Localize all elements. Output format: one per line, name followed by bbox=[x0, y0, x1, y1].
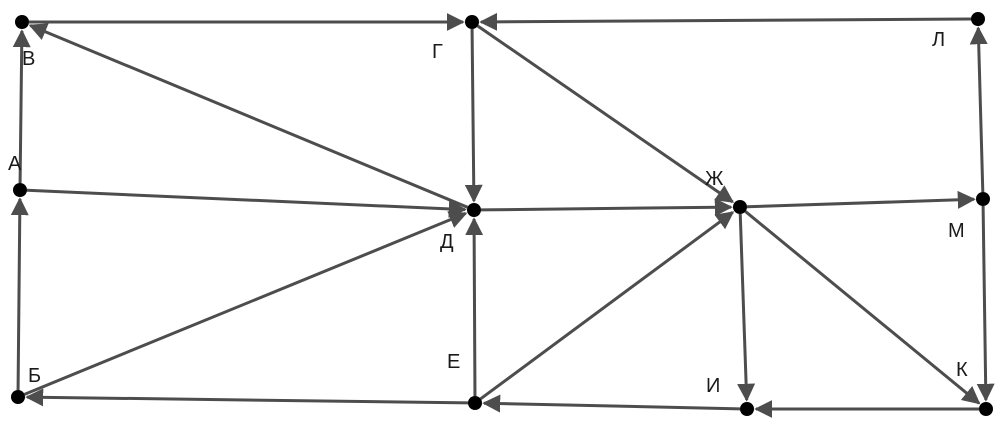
node-A bbox=[13, 183, 27, 197]
node-L bbox=[971, 12, 985, 26]
node-label-D: Д bbox=[440, 231, 454, 253]
edge-E-to-Zh bbox=[479, 211, 735, 401]
node-D bbox=[467, 203, 481, 217]
node-E bbox=[468, 396, 482, 410]
edge-G-to-D bbox=[464, 28, 483, 203]
edge-L-to-G bbox=[479, 12, 972, 31]
node-B bbox=[11, 390, 25, 404]
edge-M-to-L bbox=[969, 26, 988, 193]
node-label-E: Е bbox=[447, 351, 460, 373]
node-label-V: В bbox=[22, 48, 35, 70]
edge-M-to-K bbox=[976, 205, 995, 402]
edge-E-to-B bbox=[25, 388, 469, 407]
node-I bbox=[740, 402, 754, 416]
edge-A-to-D bbox=[26, 188, 467, 218]
node-label-G: Г bbox=[432, 41, 443, 63]
edge-Zh-to-K bbox=[744, 210, 981, 405]
edge-B-to-A bbox=[10, 197, 29, 391]
node-label-L: Л bbox=[932, 29, 945, 51]
edge-A-to-V bbox=[12, 29, 31, 184]
node-label-I: И bbox=[706, 375, 720, 397]
edge-D-to-Zh bbox=[480, 198, 733, 217]
edge-B-to-D bbox=[23, 211, 468, 396]
node-label-B: Б bbox=[28, 365, 41, 387]
edge-Zh-to-I bbox=[737, 213, 756, 402]
node-M bbox=[976, 192, 990, 206]
edge-I-to-E bbox=[482, 394, 741, 413]
node-label-M: М bbox=[948, 220, 965, 242]
edge-G-to-Zh bbox=[476, 24, 735, 204]
node-Zh bbox=[733, 200, 747, 214]
node-K bbox=[979, 402, 993, 416]
edge-D-to-V bbox=[28, 23, 469, 209]
graph-edges bbox=[10, 12, 995, 418]
node-label-A: А bbox=[8, 153, 22, 175]
edge-E-to-D bbox=[465, 217, 484, 397]
graph-labels: А Б В Г Д Е Ж И К Л М bbox=[8, 29, 968, 397]
node-V bbox=[15, 15, 29, 29]
graph-nodes bbox=[11, 12, 993, 416]
node-label-Zh: Ж bbox=[705, 168, 724, 190]
node-G bbox=[465, 15, 479, 29]
edge-Zh-to-M bbox=[746, 190, 976, 209]
node-label-K: К bbox=[956, 359, 968, 381]
